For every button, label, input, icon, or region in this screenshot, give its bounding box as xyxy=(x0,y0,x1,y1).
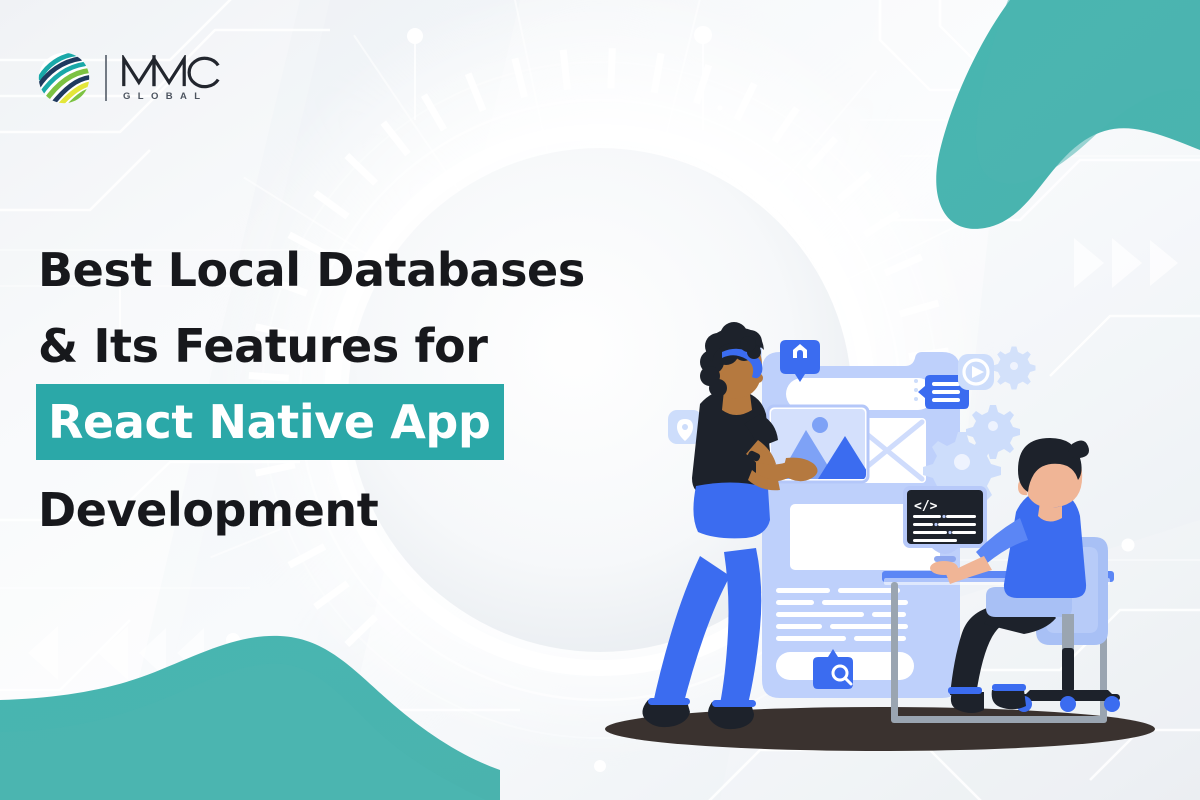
mmc-wordmark-icon xyxy=(122,54,220,88)
right-arrows xyxy=(1074,238,1178,288)
seated-developer xyxy=(930,438,1120,713)
logo-tagline: GLOBAL xyxy=(123,90,208,102)
headline-line-2: & Its Features for xyxy=(38,319,488,373)
play-button-icon xyxy=(958,354,994,390)
logo-wordmark: GLOBAL xyxy=(120,54,224,102)
brand-logo[interactable]: GLOBAL xyxy=(36,50,224,106)
standing-designer xyxy=(642,322,818,730)
headline-highlight: React Native App xyxy=(36,384,505,460)
logo-divider xyxy=(105,55,107,101)
swirl-globe-icon xyxy=(38,52,90,104)
search-icon xyxy=(813,649,853,689)
monitor: </> xyxy=(903,486,987,562)
location-pin-icon xyxy=(668,410,702,444)
wave-top-right-2 xyxy=(975,0,1200,184)
gear-icon-tiny xyxy=(992,346,1036,390)
headline-line-1: Best Local Databases xyxy=(38,243,585,297)
mockup-text-lines xyxy=(776,588,908,641)
menu-list-icon xyxy=(914,375,969,409)
shop-home-icon xyxy=(780,340,820,382)
gear-icon-small xyxy=(966,405,1020,459)
monitor-code-label: </> xyxy=(914,499,938,514)
page-title: Best Local Databases & Its Features for … xyxy=(36,232,678,548)
mockup-search-bar xyxy=(786,378,934,410)
headline-line-4: Development xyxy=(38,483,379,537)
wave-bottom-left-2 xyxy=(0,663,486,800)
